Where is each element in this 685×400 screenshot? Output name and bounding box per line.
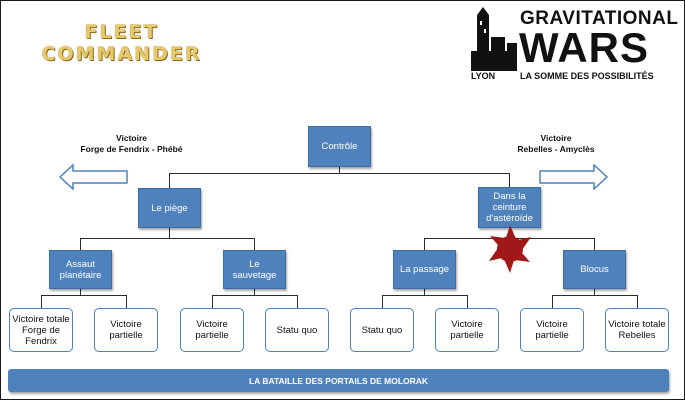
node-le-piege: Le piège — [138, 188, 201, 228]
node-ceinture-asteroide: Dans la ceinture d'astéroïde — [478, 187, 541, 228]
logo-wars: WARS — [519, 24, 649, 71]
leaf-rescue-partial-victory: Victoire partielle — [180, 308, 244, 352]
victory-right: Victoire Rebelles - Amyclès — [491, 133, 621, 155]
connector — [382, 295, 468, 296]
logo-tagline: LA SOMME DES POSSIBILITÉS — [520, 71, 654, 81]
victory-left: Victoire Forge de Fendrix - Phébé — [49, 133, 214, 155]
leaf-assault-total-victory: Victoire totale Forge de Fendrix — [9, 308, 73, 352]
connector — [297, 295, 298, 308]
leaf-rescue-status-quo: Statu quo — [265, 308, 329, 352]
leaf-passage-partial-victory: Victoire partielle — [435, 308, 499, 352]
victory-right-title: Victoire — [540, 133, 572, 143]
node-la-passage: La passage — [393, 250, 456, 289]
connector — [41, 295, 42, 308]
connector — [552, 295, 553, 308]
connector — [212, 295, 213, 308]
node-le-sauvetage: Le sauvetage — [223, 250, 286, 289]
connector — [126, 295, 127, 308]
connector — [212, 295, 298, 296]
connector — [594, 238, 595, 250]
leaf-blockade-total-victory: Victoire totale Rebelles — [605, 308, 669, 352]
current-position-marker-icon — [489, 225, 531, 273]
connector — [467, 295, 468, 308]
connector — [637, 295, 638, 308]
connector — [169, 228, 170, 239]
connector — [80, 289, 81, 296]
connector — [80, 238, 255, 239]
connector — [169, 173, 510, 174]
leaf-assault-partial-victory: Victoire partielle — [94, 308, 158, 352]
logo-city: LYON — [471, 71, 496, 81]
connector — [509, 173, 510, 187]
logo-line-commander: COMMANDER — [41, 43, 202, 65]
connector — [424, 289, 425, 296]
victory-left-factions: Forge de Fendrix - Phébé — [80, 144, 183, 154]
connector — [254, 289, 255, 296]
node-assaut-planetaire: Assaut planétaire — [49, 250, 112, 289]
victory-left-title: Victoire — [115, 133, 148, 143]
connector — [424, 238, 425, 250]
leaf-passage-status-quo: Statu quo — [350, 308, 414, 352]
battle-title-banner: LA BATAILLE DES PORTAILS DE MOLORAK — [8, 369, 669, 392]
connector — [80, 238, 81, 250]
arrow-left-icon — [59, 164, 128, 190]
tower-icon — [471, 7, 517, 71]
node-controle: Contrôle — [308, 126, 371, 167]
leaf-blockade-partial-victory: Victoire partielle — [520, 308, 584, 352]
fleet-commander-logo: FLEET COMMANDER — [19, 21, 224, 65]
victory-right-factions: Rebelles - Amyclès — [517, 144, 595, 154]
connector — [382, 295, 383, 308]
connector — [339, 167, 340, 174]
logo-gravitational: GRAVITATIONAL — [520, 8, 679, 29]
connector — [594, 289, 595, 296]
logo-line-fleet: FLEET — [84, 21, 159, 43]
connector — [169, 173, 170, 188]
connector — [552, 295, 638, 296]
arrow-right-icon — [539, 164, 609, 190]
connector — [41, 295, 127, 296]
connector — [254, 238, 255, 250]
node-blocus: Blocus — [563, 250, 626, 289]
